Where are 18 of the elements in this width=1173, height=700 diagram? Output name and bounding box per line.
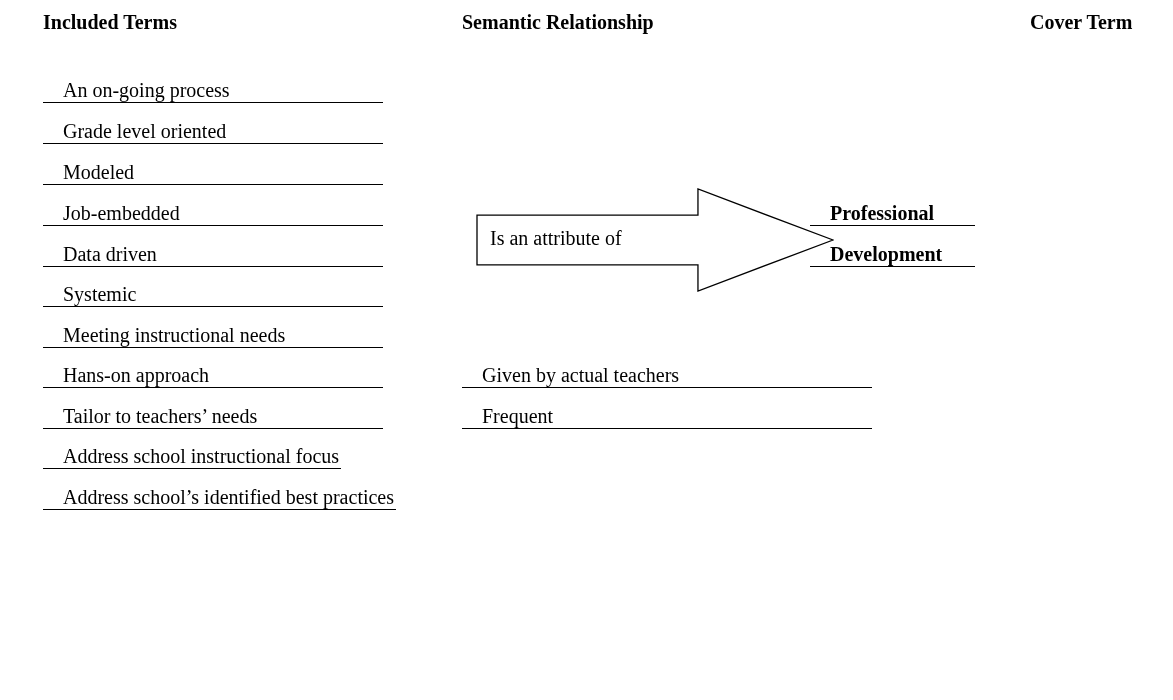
underlined-term: Data driven	[43, 242, 383, 267]
underlined-term: Grade level oriented	[43, 119, 383, 144]
underlined-term: Frequent	[462, 404, 872, 429]
underlined-term: Meeting instructional needs	[43, 323, 383, 348]
underlined-term: Address school’s identified best practices	[43, 485, 397, 510]
underlined-term: Professional	[810, 201, 975, 226]
underlined-term: Given by actual teachers	[462, 363, 872, 388]
underlined-term: Address school instructional focus	[43, 444, 342, 469]
underlined-term: Modeled	[43, 160, 383, 185]
underlined-term: Job-embedded	[43, 201, 383, 226]
arrow-label: Is an attribute of	[490, 226, 622, 250]
column-heading: Included Terms	[43, 10, 177, 34]
underlined-term: An on-going process	[43, 78, 383, 103]
underlined-term: Systemic	[43, 282, 383, 307]
column-heading: Cover Term	[1030, 10, 1133, 34]
underlined-term: Hans-on approach	[43, 363, 383, 388]
column-heading: Semantic Relationship	[462, 10, 654, 34]
underlined-term: Tailor to teachers’ needs	[43, 404, 383, 429]
